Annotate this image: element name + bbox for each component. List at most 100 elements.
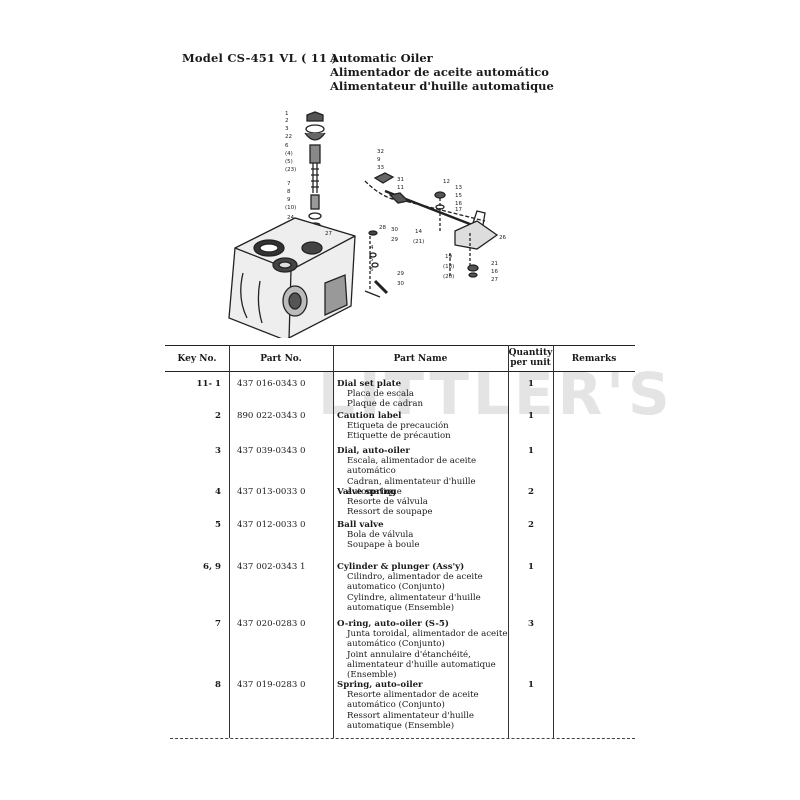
svg-text:15: 15 [455,193,462,199]
key-number: 2 [215,411,221,421]
part-name-cell: Cylinder & plunger (Ass'y)Cilindro, alim… [337,562,517,613]
title-english: Automatic Oiler [330,51,433,65]
part-name: Valve spring [337,487,397,497]
svg-text:12: 12 [443,179,450,185]
key-number: 6, 9 [203,562,221,572]
svg-text:31: 31 [397,177,404,183]
part-name-translation: Etiqueta de precaución [347,421,449,432]
quantity: 1 [528,680,534,690]
svg-text:22: 22 [285,134,292,140]
key-number: 3 [215,446,221,456]
title-french: Alimentateur d'huille automatique [330,79,554,93]
part-name-translation: Joint annulaire d'étanchéité, [347,649,471,660]
svg-text:9: 9 [377,157,381,163]
svg-text:17: 17 [455,207,462,213]
part-name-translation: Bola de válvula [347,530,414,541]
part-name: Dial, auto-oiler [337,446,410,456]
svg-text:(23): (23) [285,167,296,173]
table-top-rule [165,345,635,346]
svg-text:6: 6 [370,267,374,273]
model-title: Model CS-451 VL ( 11 ) [182,51,338,65]
table-bottom-rule [170,738,635,739]
table-header-rule [165,371,635,372]
svg-text:16: 16 [455,201,462,207]
svg-text:28: 28 [379,225,386,231]
part-name-translation: automatique (Ensemble) [347,720,455,731]
svg-text:(18): (18) [443,264,454,270]
svg-text:16: 16 [491,269,498,275]
svg-text:2: 2 [285,118,289,124]
part-name-translation: Cylindre, alimentateur d'huille [347,592,481,603]
key-number: 11- 1 [196,379,222,389]
part-name: Dial set plate [337,379,402,389]
svg-text:9: 9 [287,197,291,203]
key-number: 5 [215,520,221,530]
header-remarks: Remarks [571,354,617,364]
part-number: 437 016-0343 0 [237,379,306,389]
part-name-translation: automatico (Conjunto) [347,582,445,593]
svg-text:30: 30 [391,227,398,233]
part-name-translation: alimentateur d'huille automatique [347,659,496,670]
part-name-translation: Etiquette de précaution [347,431,451,442]
svg-text:(4): (4) [285,151,293,157]
svg-text:(5): (5) [285,159,293,165]
part-name-translation: Resorte de válvula [347,497,428,508]
svg-text:6: 6 [285,143,289,149]
svg-text:4: 4 [370,245,374,251]
header-quantity: Quantity per unit [508,348,553,368]
part-name-translation: Escala, alimentador de aceite automático [347,456,477,477]
svg-text:29: 29 [397,271,404,277]
header-part-name: Part Name [393,354,448,364]
part-number: 437 019-0283 0 [237,680,306,690]
svg-text:27: 27 [325,231,332,237]
quantity: 1 [528,562,534,572]
column-divider [333,345,334,738]
part-name-translation: automático (Conjunto) [347,700,445,711]
svg-text:1: 1 [285,111,289,117]
key-number: 4 [215,487,221,497]
part-name-translation: Cadran, alimentateur d'huille automatiqu… [347,476,476,497]
quantity: 1 [528,411,534,421]
part-name: Caution label [337,411,402,421]
part-name-translation: Ressort de soupape [347,507,433,518]
svg-text:33: 33 [377,165,384,171]
svg-text:32: 32 [377,149,384,155]
part-name-translation: (Ensemble) [347,670,397,681]
key-number: 8 [215,680,221,690]
part-name-translation: Resorte alimentador de aceite [347,690,479,701]
svg-text:26: 26 [499,235,506,241]
part-number: 437 013-0033 0 [237,487,306,497]
part-number: 437 012-0033 0 [237,520,306,530]
quantity: 2 [528,487,534,497]
quantity: 1 [528,446,534,456]
part-number: 890 022-0343 0 [237,411,306,421]
part-name-translation: Cilindro, alimentador de aceite [347,572,483,583]
part-name-translation: Placa de escala [347,389,414,400]
svg-text:21: 21 [491,261,498,267]
svg-text:27: 27 [491,277,498,283]
part-name: Cylinder & plunger (Ass'y) [337,562,465,572]
svg-text:(21): (21) [413,239,424,245]
svg-text:29: 29 [391,237,398,243]
part-name-translation: automatique (Ensemble) [347,602,455,613]
title-spanish: Alimentador de aceite automático [330,65,549,79]
part-number: 437 002-0343 1 [237,562,306,572]
header-part-no: Part No. [260,354,302,364]
svg-text:8: 8 [287,189,291,195]
part-name-cell: O-ring, auto-oiler (S-5)Junta toroidal, … [337,619,517,680]
svg-text:(20): (20) [443,274,454,280]
column-divider [508,345,509,738]
part-name-translation: Soupape à boule [347,540,420,551]
part-name: Ball valve [337,520,384,530]
quantity: 2 [528,520,534,530]
quantity: 3 [528,619,534,629]
svg-text:7: 7 [287,181,291,187]
quantity: 1 [528,379,534,389]
svg-text:11: 11 [397,185,404,191]
svg-text:19: 19 [445,254,452,260]
